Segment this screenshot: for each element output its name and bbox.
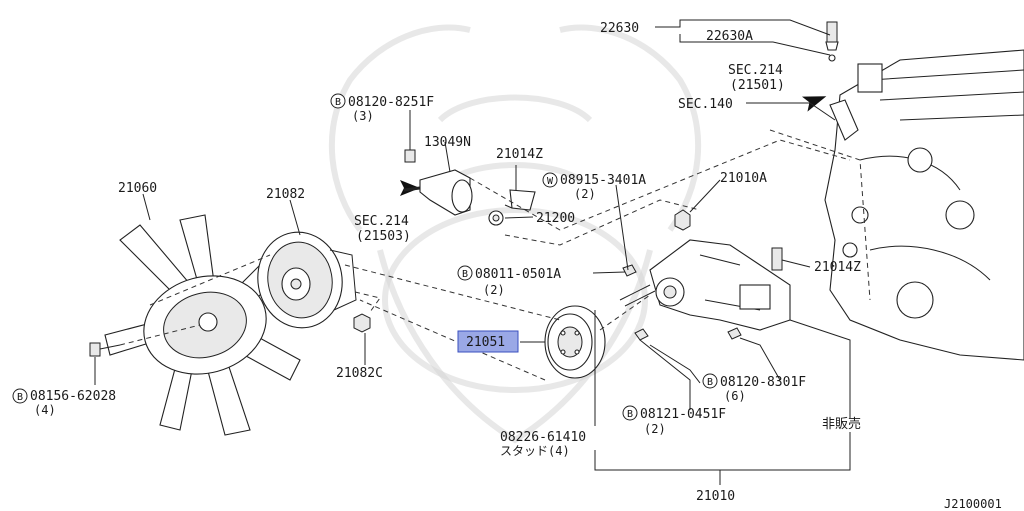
label-21200[interactable]: 21200 [536,211,575,226]
label-08120-8301f[interactable]: 08120-8301F [720,375,806,390]
engine-block [824,49,1024,361]
bolt-badge-0501a: B [457,265,473,281]
assembly-lines [119,129,871,381]
label-sec214-b[interactable]: SEC.214 [354,214,409,229]
svg-text:B: B [17,392,23,403]
label-not-for-sale: 非販売 [822,416,861,432]
watermark-emblem [328,24,702,444]
bolt-badge-0451f: B [622,405,638,421]
label-08226-61410[interactable]: 08226-61410 [500,430,586,445]
label-08915-3401a[interactable]: 08915-3401A [560,173,646,188]
label-08120-8251f[interactable]: 08120-8251F [348,95,434,110]
label-08011-0501a-qty: (2) [483,283,505,297]
bolt-badge-8301f: B [702,373,718,389]
label-21082c[interactable]: 21082C [336,366,383,381]
label-08121-0451f[interactable]: 08121-0451F [640,407,726,422]
label-21051[interactable]: 21051 [466,335,505,350]
fan-bolt [89,342,121,357]
label-21010a[interactable]: 21010A [720,171,767,186]
svg-text:B: B [627,409,633,420]
clutch-nut [353,313,371,333]
label-08156-62028[interactable]: 08156-62028 [30,389,116,404]
water-pump [649,239,791,331]
label-08120-8301f-qty: (6) [724,389,746,403]
label-21014z-right[interactable]: 21014Z [814,260,861,275]
label-08156-62028-qty: (4) [34,403,56,417]
label-21060[interactable]: 21060 [118,181,157,196]
label-13049n[interactable]: 13049N [424,135,471,150]
label-21014z-top[interactable]: 21014Z [496,147,543,162]
thermostat-housing [404,149,473,216]
svg-text:W: W [547,176,554,187]
leader-lines [94,19,851,485]
highlight-21051 [457,330,519,353]
label-08121-0451f-qty: (2) [644,422,666,436]
label-sec214-a[interactable]: SEC.214 [728,63,783,78]
label-08915-3401a-qty: (2) [574,187,596,201]
pulley [544,305,606,379]
label-21082[interactable]: 21082 [266,187,305,202]
label-22630[interactable]: 22630 [600,21,639,36]
bolt-badge-8251f: B [330,93,346,109]
direction-arrows [400,96,827,196]
svg-text:B: B [335,97,341,108]
svg-text:B: B [462,269,468,280]
label-08011-0501a[interactable]: 08011-0501A [475,267,561,282]
label-sec214-b-ref: (21503) [356,229,411,244]
svg-text:B: B [707,377,713,388]
label-sec140[interactable]: SEC.140 [678,97,733,112]
label-22630a[interactable]: 22630A [706,29,753,44]
fan-clutch [257,231,357,329]
temp-sender-22630 [825,21,839,62]
label-21010[interactable]: 21010 [696,489,735,504]
bolt-21010a [674,209,691,231]
label-08120-8251f-qty: (3) [352,109,374,123]
label-sec214-a-ref: (21501) [730,78,785,93]
diagram-code: J2100001 [944,497,1002,511]
part-labels: 22630 22630A SEC.214 (21501) SEC.140 B 0… [12,21,1002,511]
label-08226-61410-note: スタッド(4) [500,444,570,458]
pump-studs [619,264,742,341]
thermostat [488,210,504,226]
bolt-badge-62028: B [12,388,28,404]
washer-badge-3401a: W [542,172,558,188]
